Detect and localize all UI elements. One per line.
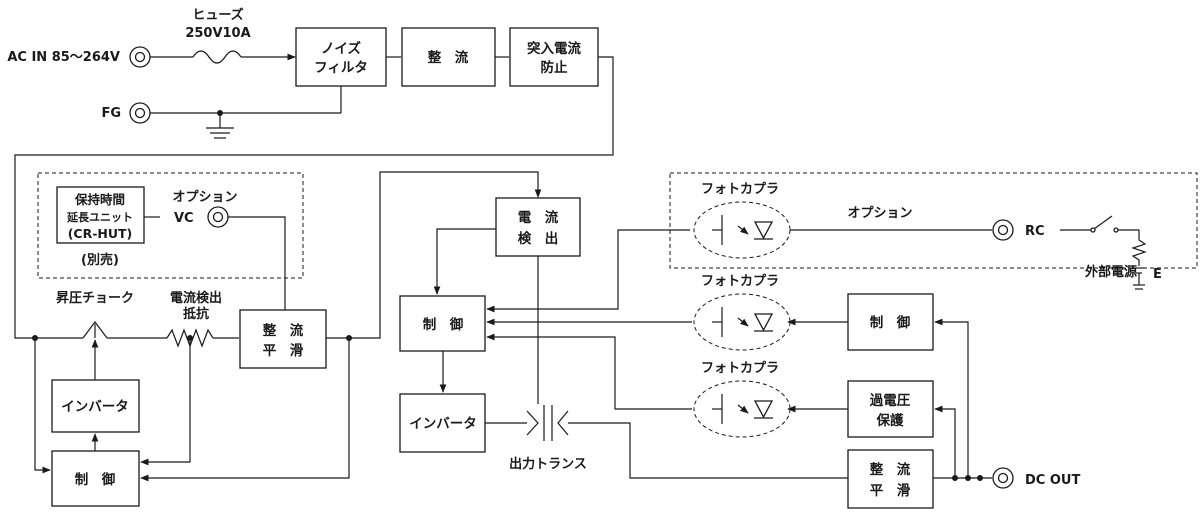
- hold-time-option-frame: [37, 172, 304, 279]
- vc-label: VC: [174, 211, 194, 226]
- svg-text:フィルタ: フィルタ: [314, 60, 368, 76]
- photocoupler-1: [693, 201, 791, 259]
- fuse-rating: 250V10A: [185, 26, 250, 41]
- rc-option-frame: [669, 172, 1198, 269]
- output-transformer-label: 出力トランス: [509, 456, 587, 472]
- control-block-1: 制 御: [51, 450, 140, 507]
- current-detect-block: 電 流 検 出: [495, 197, 581, 257]
- fuse-label: ヒューズ: [192, 7, 243, 23]
- boost-choke-label: 昇圧チョーク: [56, 291, 134, 306]
- battery-symbol: [1133, 267, 1145, 290]
- svg-text:インバータ: インバータ: [409, 416, 477, 432]
- svg-text:保護: 保護: [876, 412, 905, 429]
- svg-text:検 出: 検 出: [518, 230, 559, 247]
- svg-text:ノイズ: ノイズ: [321, 40, 362, 57]
- svg-text:制 御: 制 御: [870, 314, 911, 331]
- rc-label: RC: [1025, 224, 1045, 239]
- svg-text:整 流: 整 流: [263, 322, 304, 339]
- photocoupler-3: [693, 380, 791, 438]
- svg-text:インバータ: インバータ: [61, 399, 129, 415]
- svg-text:整 流: 整 流: [428, 49, 469, 66]
- ext-power-label: 外部電源: [1084, 264, 1137, 280]
- dc-out-terminal: [992, 467, 1014, 489]
- svg-text:突入電流: 突入電流: [527, 40, 581, 57]
- rc-switch-symbol: [1060, 215, 1140, 240]
- svg-text:防止: 防止: [541, 59, 569, 76]
- ground-symbol: [206, 113, 234, 139]
- inverter-block-1: インバータ: [51, 379, 140, 433]
- vc-terminal: [207, 206, 229, 228]
- svg-text:延長ユニット: 延長ユニット: [66, 210, 133, 224]
- svg-text:保持時間: 保持時間: [74, 192, 125, 207]
- control-block-2: 制 御: [399, 295, 486, 352]
- ac-in-label: AC IN 85〜264V: [7, 50, 120, 65]
- boost-choke-symbol: [82, 321, 108, 339]
- svg-text:平 滑: 平 滑: [870, 483, 911, 499]
- option-rc-label: オプション: [847, 206, 912, 221]
- dc-out-label: DC OUT: [1025, 473, 1080, 488]
- fg-terminal: [129, 102, 151, 124]
- svg-text:平 滑: 平 滑: [263, 343, 304, 359]
- rc-terminal: [992, 219, 1014, 241]
- ac-in-terminal: [129, 46, 151, 68]
- svg-text:整 流: 整 流: [870, 461, 911, 478]
- hold-time-unit-block: 保持時間 延長ユニット (CR-HUT): [56, 186, 145, 244]
- ovp-block: 過電圧 保護: [847, 380, 934, 438]
- sold-separately-label: (別売): [81, 252, 119, 268]
- external-resistor-symbol: [1131, 239, 1147, 266]
- photocoupler-2: [693, 293, 791, 351]
- output-transformer-symbol: [526, 405, 569, 441]
- control-block-3: 制 御: [847, 293, 934, 351]
- smoothing-block-2: 整 流 平 滑: [847, 449, 934, 509]
- photocoupler-label-1: フォトカプラ: [701, 182, 779, 197]
- rectifier-block-1: 整 流: [401, 27, 496, 87]
- photocoupler-label-2: フォトカプラ: [701, 274, 779, 289]
- svg-text:(CR-HUT): (CR-HUT): [68, 226, 133, 241]
- fuse-symbol: [192, 50, 242, 64]
- shunt-label: 電流検出: [170, 290, 222, 306]
- svg-text:過電圧: 過電圧: [869, 392, 911, 409]
- svg-text:制 御: 制 御: [75, 471, 116, 488]
- inverter-block-2: インバータ: [399, 393, 486, 453]
- svg-text:電 流: 電 流: [518, 209, 559, 226]
- e-label: E: [1153, 267, 1162, 282]
- noise-filter-block: ノイズ フィルタ: [295, 27, 387, 87]
- fg-label: FG: [101, 106, 121, 121]
- svg-text:制 御: 制 御: [423, 316, 464, 333]
- photocoupler-label-3: フォトカプラ: [701, 361, 779, 376]
- smoothing-block-1: 整 流 平 滑: [239, 309, 327, 369]
- option-vc-label: オプション: [172, 190, 237, 205]
- inrush-limiter-block: 突入電流 防止: [509, 27, 599, 87]
- shunt-label-2: 抵抗: [183, 306, 209, 322]
